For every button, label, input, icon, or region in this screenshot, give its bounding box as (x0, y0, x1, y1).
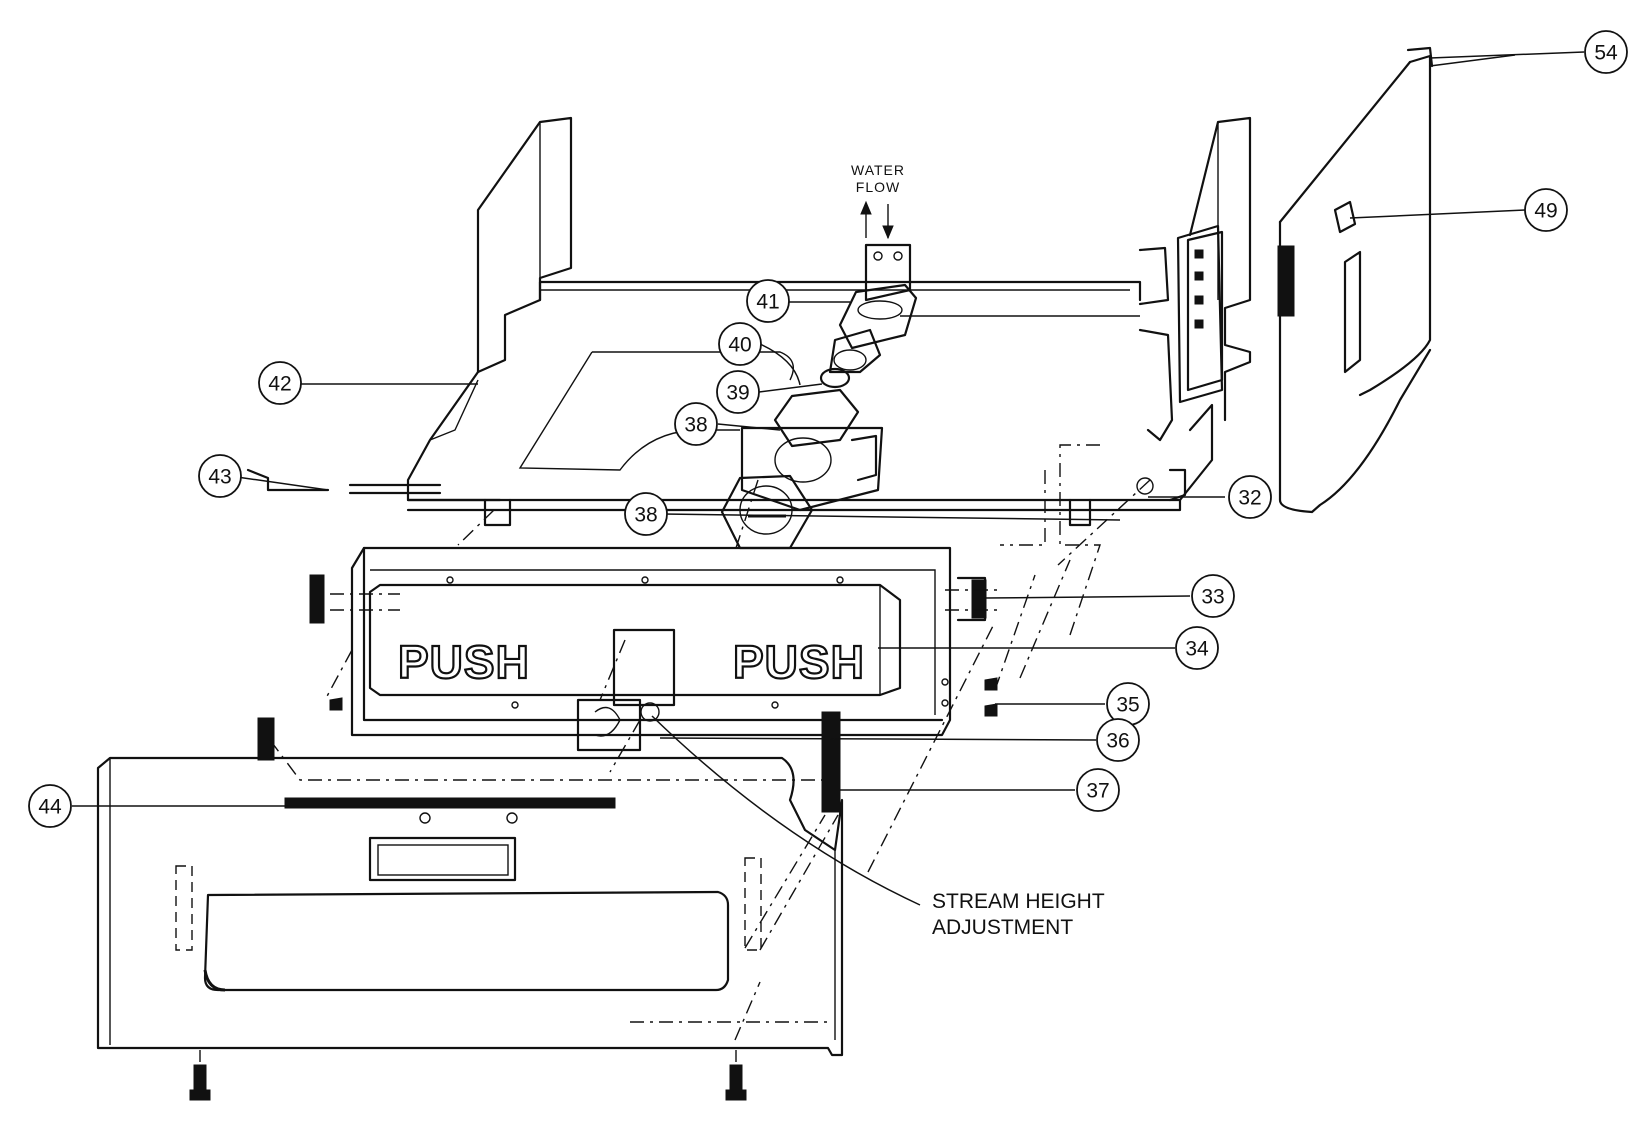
push-label-left: PUSH (398, 636, 530, 688)
svg-text:38: 38 (634, 504, 657, 527)
svg-text:38: 38 (684, 414, 707, 437)
svg-text:49: 49 (1534, 200, 1557, 223)
svg-text:43: 43 (208, 466, 231, 489)
svg-text:40: 40 (728, 334, 751, 357)
callout-42: 42 (258, 361, 302, 405)
callout-38-lower: 38 (624, 492, 668, 536)
callout-33: 33 (1191, 574, 1235, 618)
svg-text:32: 32 (1238, 487, 1261, 510)
svg-text:54: 54 (1594, 42, 1618, 65)
callout-49: 49 (1524, 188, 1568, 232)
callout-35: 35 (1106, 682, 1150, 726)
svg-text:37: 37 (1086, 780, 1109, 803)
svg-text:35: 35 (1116, 694, 1139, 717)
base-frame (406, 116, 1182, 527)
callout-40: 40 (718, 322, 762, 366)
callout-44: 44 (28, 784, 72, 828)
stream-height-label: STREAM HEIGHT ADJUSTMENT (932, 890, 1105, 939)
side-panel (1277, 46, 1434, 514)
callout-37: 37 (1076, 768, 1120, 812)
callout-43: 43 (198, 454, 242, 498)
valve-assembly (720, 243, 918, 550)
water-flow-label-line1: WATER (851, 162, 905, 178)
water-flow-label-line2: FLOW (856, 179, 900, 195)
callout-34: 34 (1175, 626, 1219, 670)
water-flow-indicator: WATER FLOW (851, 162, 905, 240)
stream-height-label-line2: ADJUSTMENT (932, 916, 1073, 939)
callout-39: 39 (716, 370, 760, 414)
front-cover (96, 711, 844, 1101)
svg-text:42: 42 (268, 373, 291, 396)
callout-54: 54 (1584, 30, 1628, 74)
rod (246, 468, 442, 495)
right-bracket (1136, 116, 1252, 502)
assembly-lines (199, 54, 1516, 1062)
svg-text:39: 39 (726, 382, 749, 405)
leader-lines (72, 51, 1585, 906)
svg-text:36: 36 (1106, 730, 1129, 753)
callout-36: 36 (1096, 718, 1140, 762)
push-bar-housing: PUSH PUSH (309, 546, 998, 752)
callout-38-upper: 38 (674, 402, 718, 446)
svg-text:33: 33 (1201, 586, 1224, 609)
callout-32: 32 (1228, 475, 1272, 519)
svg-text:41: 41 (756, 291, 779, 314)
callout-41: 41 (746, 279, 790, 323)
push-label-right: PUSH (733, 636, 865, 688)
svg-text:34: 34 (1185, 638, 1209, 661)
svg-text:44: 44 (38, 796, 62, 819)
stream-height-label-line1: STREAM HEIGHT (932, 890, 1105, 913)
